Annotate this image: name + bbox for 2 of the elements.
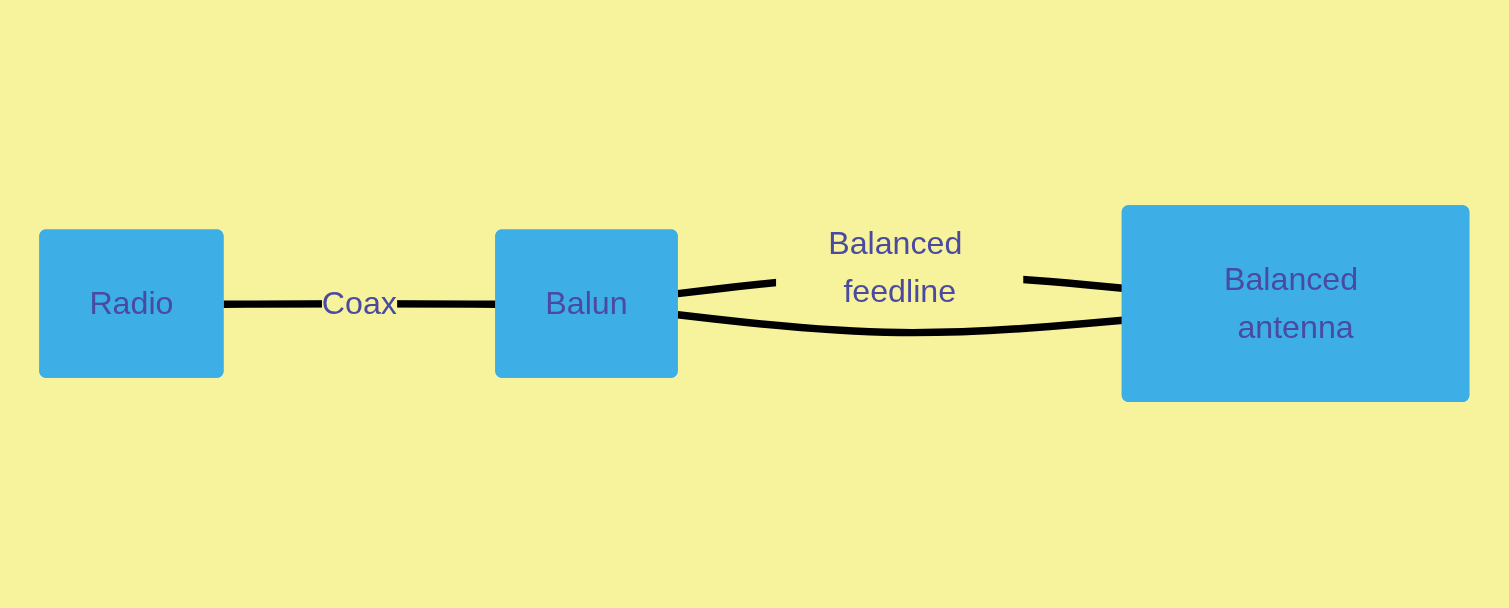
edge-label: Balanced feedline (828, 224, 963, 310)
edge-label: Coax (322, 284, 398, 322)
